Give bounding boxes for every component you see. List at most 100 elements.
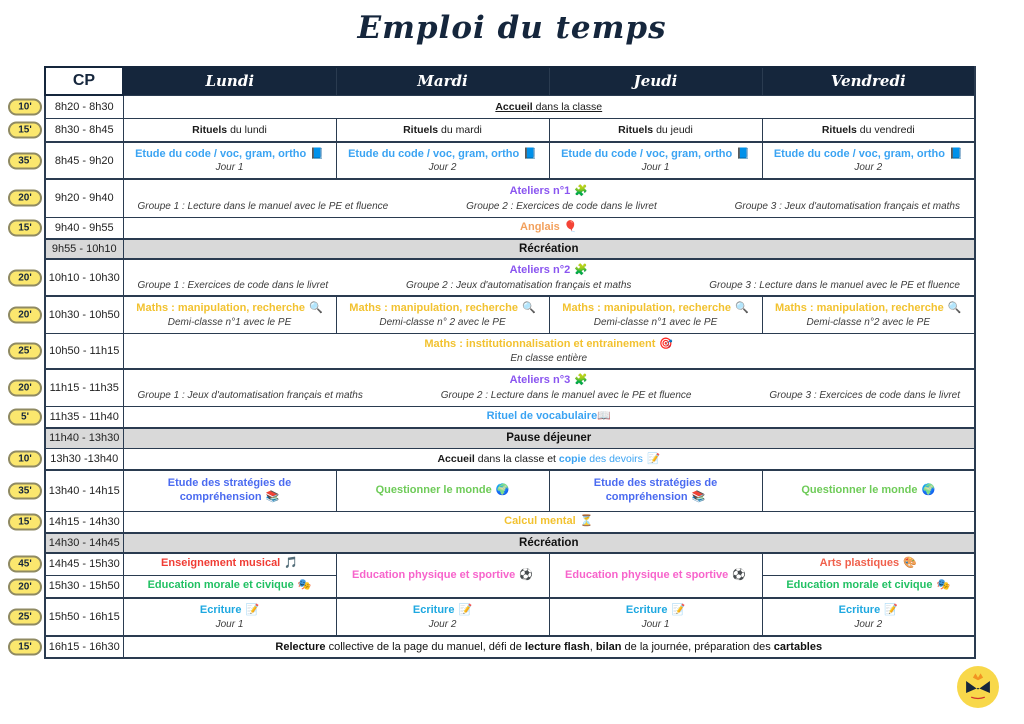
time-cell: 10h10 - 10h30 — [44, 258, 124, 297]
table-row: 35' 13h40 - 14h15 Etude des stratégies d… — [7, 469, 976, 512]
blue-book-icon: 📘 — [736, 147, 750, 160]
time-cell: 11h35 - 11h40 — [44, 405, 124, 429]
music-note-icon: 🎵 — [284, 557, 298, 570]
time-cell: 9h20 - 9h40 — [44, 178, 124, 218]
day-header-mardi: Mardi — [335, 66, 550, 96]
time-cell: 14h45 - 15h30 — [44, 552, 124, 576]
duration-badge: 10' — [8, 450, 42, 468]
table-row: 15' 14h15 - 14h30 Calcul mental⏳ — [7, 510, 976, 534]
table-row: 15' 8h30 - 8h45 Rituels du lundi Rituels… — [7, 117, 976, 143]
target-icon: 🎯 — [659, 337, 674, 350]
activity-cell-maths: Maths : manipulation, recherche🔍 Demi-cl… — [548, 295, 763, 334]
masks-icon: 🎭 — [936, 579, 951, 592]
activity-cell-maths: Maths : manipulation, recherche🔍 Demi-cl… — [122, 295, 337, 334]
table-row: 11h40 - 13h30 Pause déjeuner — [7, 427, 976, 449]
puzzle-icon: 🧩 — [574, 184, 588, 197]
activity-cell-rituels: Rituels du jeudi — [548, 117, 763, 143]
activity-cell-ecriture: Ecriture📝 Jour 2 — [335, 597, 550, 637]
activity-cell-ateliers1: Ateliers n°1🧩 Groupe 1 : Lecture dans le… — [122, 178, 976, 218]
books-icon: 📚 — [265, 490, 280, 503]
soccer-ball-icon: ⚽ — [519, 568, 533, 581]
magnifier-icon: 🔍 — [309, 301, 323, 314]
duration-badge: 25' — [8, 608, 42, 626]
duration-badge: 15' — [8, 513, 42, 531]
activity-cell-maths: Maths : manipulation, recherche🔍 Demi-cl… — [761, 295, 976, 334]
time-cell: 9h55 - 10h10 — [44, 238, 124, 260]
blue-book-icon: 📘 — [523, 147, 537, 160]
activity-cell-monde: Questionner le monde🌍 — [335, 469, 550, 512]
table-row: 20' 9h20 - 9h40 Ateliers n°1🧩 Groupe 1 :… — [7, 178, 976, 218]
duration-badge: 15' — [8, 638, 42, 656]
table-row: 10' 13h30 -13h40 Accueil dans la classe … — [7, 447, 976, 471]
blue-book-icon: 📘 — [310, 147, 324, 160]
activity-cell-code: Etude du code / voc, gram, ortho📘 Jour 1 — [548, 141, 763, 180]
duration-badge: 35' — [8, 482, 42, 499]
duration-badge: 45' — [8, 555, 42, 573]
time-cell: 16h15 - 16h30 — [44, 635, 124, 659]
pause-dejeuner-row: Pause déjeuner — [122, 427, 976, 449]
table-row: 25' 15h50 - 16h15 Ecriture📝 Jour 1 Ecrit… — [7, 597, 976, 637]
magnifier-icon: 🔍 — [735, 301, 749, 314]
time-cell: 13h40 - 14h15 — [44, 469, 124, 512]
activity-cell-accueil-pm: Accueil dans la classe et copie des devo… — [122, 447, 976, 471]
duration-badge: 10' — [8, 98, 42, 115]
time-cell: 8h45 - 9h20 — [44, 141, 124, 180]
activity-cell-vocabulaire: Rituel de vocabulaire📖 — [122, 405, 976, 429]
owl-logo-icon — [966, 673, 990, 700]
pencil-memo-icon: 📝 — [245, 604, 260, 617]
day-header-jeudi: Jeudi — [548, 66, 763, 96]
table-row: 9h55 - 10h10 Récréation — [7, 238, 976, 260]
activity-cell-accueil: Accueil dans la classe — [122, 94, 976, 119]
magnifier-icon: 🔍 — [522, 301, 536, 314]
time-cell: 8h20 - 8h30 — [44, 94, 124, 119]
duration-badge: 20' — [8, 578, 42, 595]
activity-cell-comprehension: Etude des stratégies de compréhension📚 — [548, 469, 763, 512]
table-row: 20' 11h15 - 11h35 Ateliers n°3🧩 Groupe 1… — [7, 368, 976, 407]
activity-cell-rituels: Rituels du lundi — [122, 117, 337, 143]
duration-badge: 20' — [8, 306, 42, 323]
table-row: 10' 8h20 - 8h30 Accueil dans la classe — [7, 94, 976, 119]
duration-badge: 20' — [8, 189, 42, 207]
duration-badge: 15' — [8, 121, 42, 139]
globe-icon: 🌍 — [495, 483, 510, 496]
activity-cell-ecriture: Ecriture📝 Jour 1 — [548, 597, 763, 637]
schedule-table-wrap: CP Lundi Mardi Jeudi Vendredi 10' 8h20 -… — [7, 66, 976, 659]
activity-cell-ateliers3: Ateliers n°3🧩 Groupe 1 : Jeux d'automati… — [122, 368, 976, 407]
soccer-ball-icon: ⚽ — [732, 568, 746, 581]
duration-badge: 35' — [8, 152, 42, 169]
activity-cell-emc: Education morale et civique🎭 — [761, 574, 976, 599]
table-row: 35' 8h45 - 9h20 Etude du code / voc, gra… — [7, 141, 976, 180]
masks-icon: 🎭 — [297, 579, 312, 592]
table-row: 5' 11h35 - 11h40 Rituel de vocabulaire📖 — [7, 405, 976, 429]
schedule-table: CP Lundi Mardi Jeudi Vendredi 10' 8h20 -… — [7, 66, 976, 659]
time-cell: 11h15 - 11h35 — [44, 368, 124, 407]
table-row: 20' 10h30 - 10h50 Maths : manipulation, … — [7, 295, 976, 334]
activity-cell-arts: Arts plastiques🎨 — [761, 552, 976, 576]
activity-cell-ecriture: Ecriture📝 Jour 1 — [122, 597, 337, 637]
duration-badge: 20' — [8, 269, 42, 286]
activity-cell-rituels: Rituels du mardi — [335, 117, 550, 143]
activity-cell-eps: Education physique et sportive⚽ — [548, 552, 763, 599]
globe-icon: 🌍 — [921, 483, 936, 496]
palette-icon: 🎨 — [903, 557, 917, 570]
recreation-row: Récréation — [122, 532, 976, 554]
duration-badge: 5' — [8, 408, 42, 426]
recreation-row: Récréation — [122, 238, 976, 260]
time-cell: 8h30 - 8h45 — [44, 117, 124, 143]
time-cell: 13h30 -13h40 — [44, 447, 124, 471]
activity-cell-relecture: Relecture collective de la page du manue… — [122, 635, 976, 659]
blue-book-icon: 📘 — [948, 147, 963, 160]
table-row: 15' 16h15 - 16h30 Relecture collective d… — [7, 635, 976, 659]
activity-cell-code: Etude du code / voc, gram, ortho📘 Jour 1 — [122, 141, 337, 180]
activity-cell-rituels: Rituels du vendredi — [761, 117, 976, 143]
activity-cell-monde: Questionner le monde🌍 — [761, 469, 976, 512]
day-header-lundi: Lundi — [122, 66, 337, 96]
header-row: CP Lundi Mardi Jeudi Vendredi — [7, 66, 976, 96]
activity-cell-ecriture: Ecriture📝 Jour 2 — [761, 597, 976, 637]
table-row: 20' 15h30 - 15h50 Education morale et ci… — [7, 574, 976, 599]
activity-cell-maths: Maths : manipulation, recherche🔍 Demi-cl… — [335, 295, 550, 334]
duration-badge: 15' — [8, 219, 42, 237]
pencil-memo-icon: 📝 — [884, 604, 898, 617]
time-cell: 9h40 - 9h55 — [44, 216, 124, 240]
